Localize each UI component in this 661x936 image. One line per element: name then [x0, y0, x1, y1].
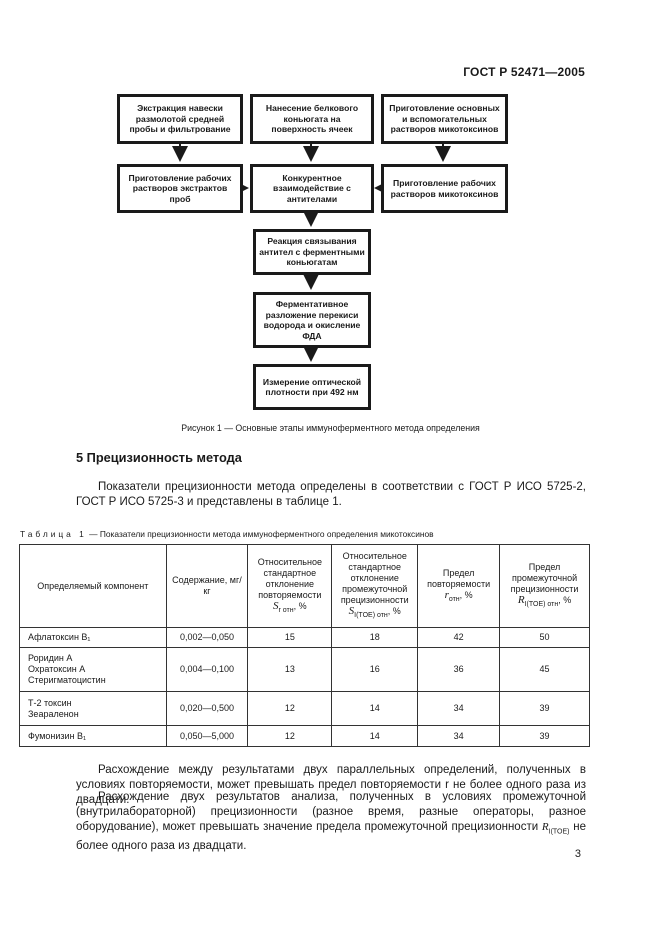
- cell-component: Т-2 токсин Зеараленон: [19, 691, 167, 726]
- paragraph-1: Показатели прецизионности метода определ…: [76, 481, 586, 508]
- cell-si: 16: [331, 647, 419, 692]
- flow-box-working-solutions: Приготовление рабочих растворов микотокс…: [381, 164, 508, 213]
- cell-r: 36: [417, 647, 501, 692]
- cell-sr: 15: [247, 627, 333, 648]
- cell-sr: 13: [247, 647, 333, 692]
- cell-component: Афлатоксин B₁: [19, 627, 167, 648]
- flowchart: Экстракция навески размолотой средней пр…: [0, 92, 661, 417]
- table-row: Роридин А Охратоксин А Стеригматоцистин …: [19, 647, 590, 692]
- cell-si: 18: [331, 627, 419, 648]
- header-si: Относительное стандартное отклонение про…: [331, 544, 419, 628]
- flow-box-extraction: Экстракция навески размолотой средней пр…: [117, 94, 243, 144]
- standard-number: ГОСТ Р 52471—2005: [463, 65, 585, 79]
- cell-r: 34: [417, 691, 501, 726]
- cell-ri: 50: [499, 627, 590, 648]
- cell-si: 14: [331, 725, 419, 747]
- flow-box-sample-extracts: Приготовление рабочих растворов экстракт…: [117, 164, 243, 213]
- cell-sr: 12: [247, 691, 333, 726]
- flowchart-arrows: [172, 144, 451, 362]
- flow-box-binding: Реакция связывания антител с ферментными…: [253, 229, 371, 275]
- header-sr: Относительное стандартное отклонение пов…: [247, 544, 333, 628]
- table-row: Афлатоксин B₁ 0,002—0,050 15 18 42 50: [19, 627, 590, 648]
- header-component: Определяемый компонент: [19, 544, 167, 628]
- cell-content: 0,004—0,100: [165, 647, 249, 692]
- cell-ri: 45: [499, 647, 590, 692]
- symbol-r-toe: R: [541, 821, 549, 833]
- cell-sr: 12: [247, 725, 333, 747]
- header-content: Содержание, мг/кг: [165, 544, 249, 628]
- cell-content: 0,050—5,000: [165, 725, 249, 747]
- cell-si: 14: [331, 691, 419, 726]
- cell-r: 42: [417, 627, 501, 648]
- table-row: Фумонизин B₁ 0,050—5,000 12 14 34 39: [19, 725, 590, 747]
- cell-component: Фумонизин B₁: [19, 725, 167, 747]
- cell-content: 0,020—0,500: [165, 691, 249, 726]
- section-title: 5 Прецизионность метода: [76, 450, 242, 465]
- cell-content: 0,002—0,050: [165, 627, 249, 648]
- flow-box-decomposition: Ферментативное разложение перекиси водор…: [253, 292, 371, 348]
- flow-box-conjugate: Нанесение белкового коньюгата на поверхн…: [250, 94, 374, 144]
- cell-ri: 39: [499, 725, 590, 747]
- table-header-row: Определяемый компонент Содержание, мг/кг…: [19, 544, 590, 628]
- precision-table: Определяемый компонент Содержание, мг/кг…: [19, 544, 590, 747]
- cell-ri: 39: [499, 691, 590, 726]
- flow-box-measurement: Измерение оптической плотности при 492 н…: [253, 364, 371, 410]
- figure-caption: Рисунок 1 — Основные этапы иммунофермент…: [181, 423, 480, 433]
- paragraph-2: Расхождение между результатами двух пара…: [76, 764, 586, 806]
- table-row: Т-2 токсин Зеараленон 0,020—0,500 12 14 …: [19, 691, 590, 726]
- table-caption: Таблица 1 — Показатели прецизионности ме…: [20, 529, 434, 539]
- paragraph-3: Расхождение двух результатов анализа, по…: [76, 791, 586, 853]
- cell-component: Роридин А Охратоксин А Стеригматоцистин: [19, 647, 167, 692]
- table-caption-prefix: Таблица 1: [20, 529, 87, 539]
- table-caption-rest: — Показатели прецизионности метода иммун…: [86, 529, 434, 539]
- page-number: 3: [574, 848, 581, 860]
- cell-r: 34: [417, 725, 501, 747]
- flow-box-stock-solutions: Приготовление основных и вспомогательных…: [381, 94, 508, 144]
- flow-box-competitive: Конкурентное взаимодействие с антителами: [250, 164, 374, 213]
